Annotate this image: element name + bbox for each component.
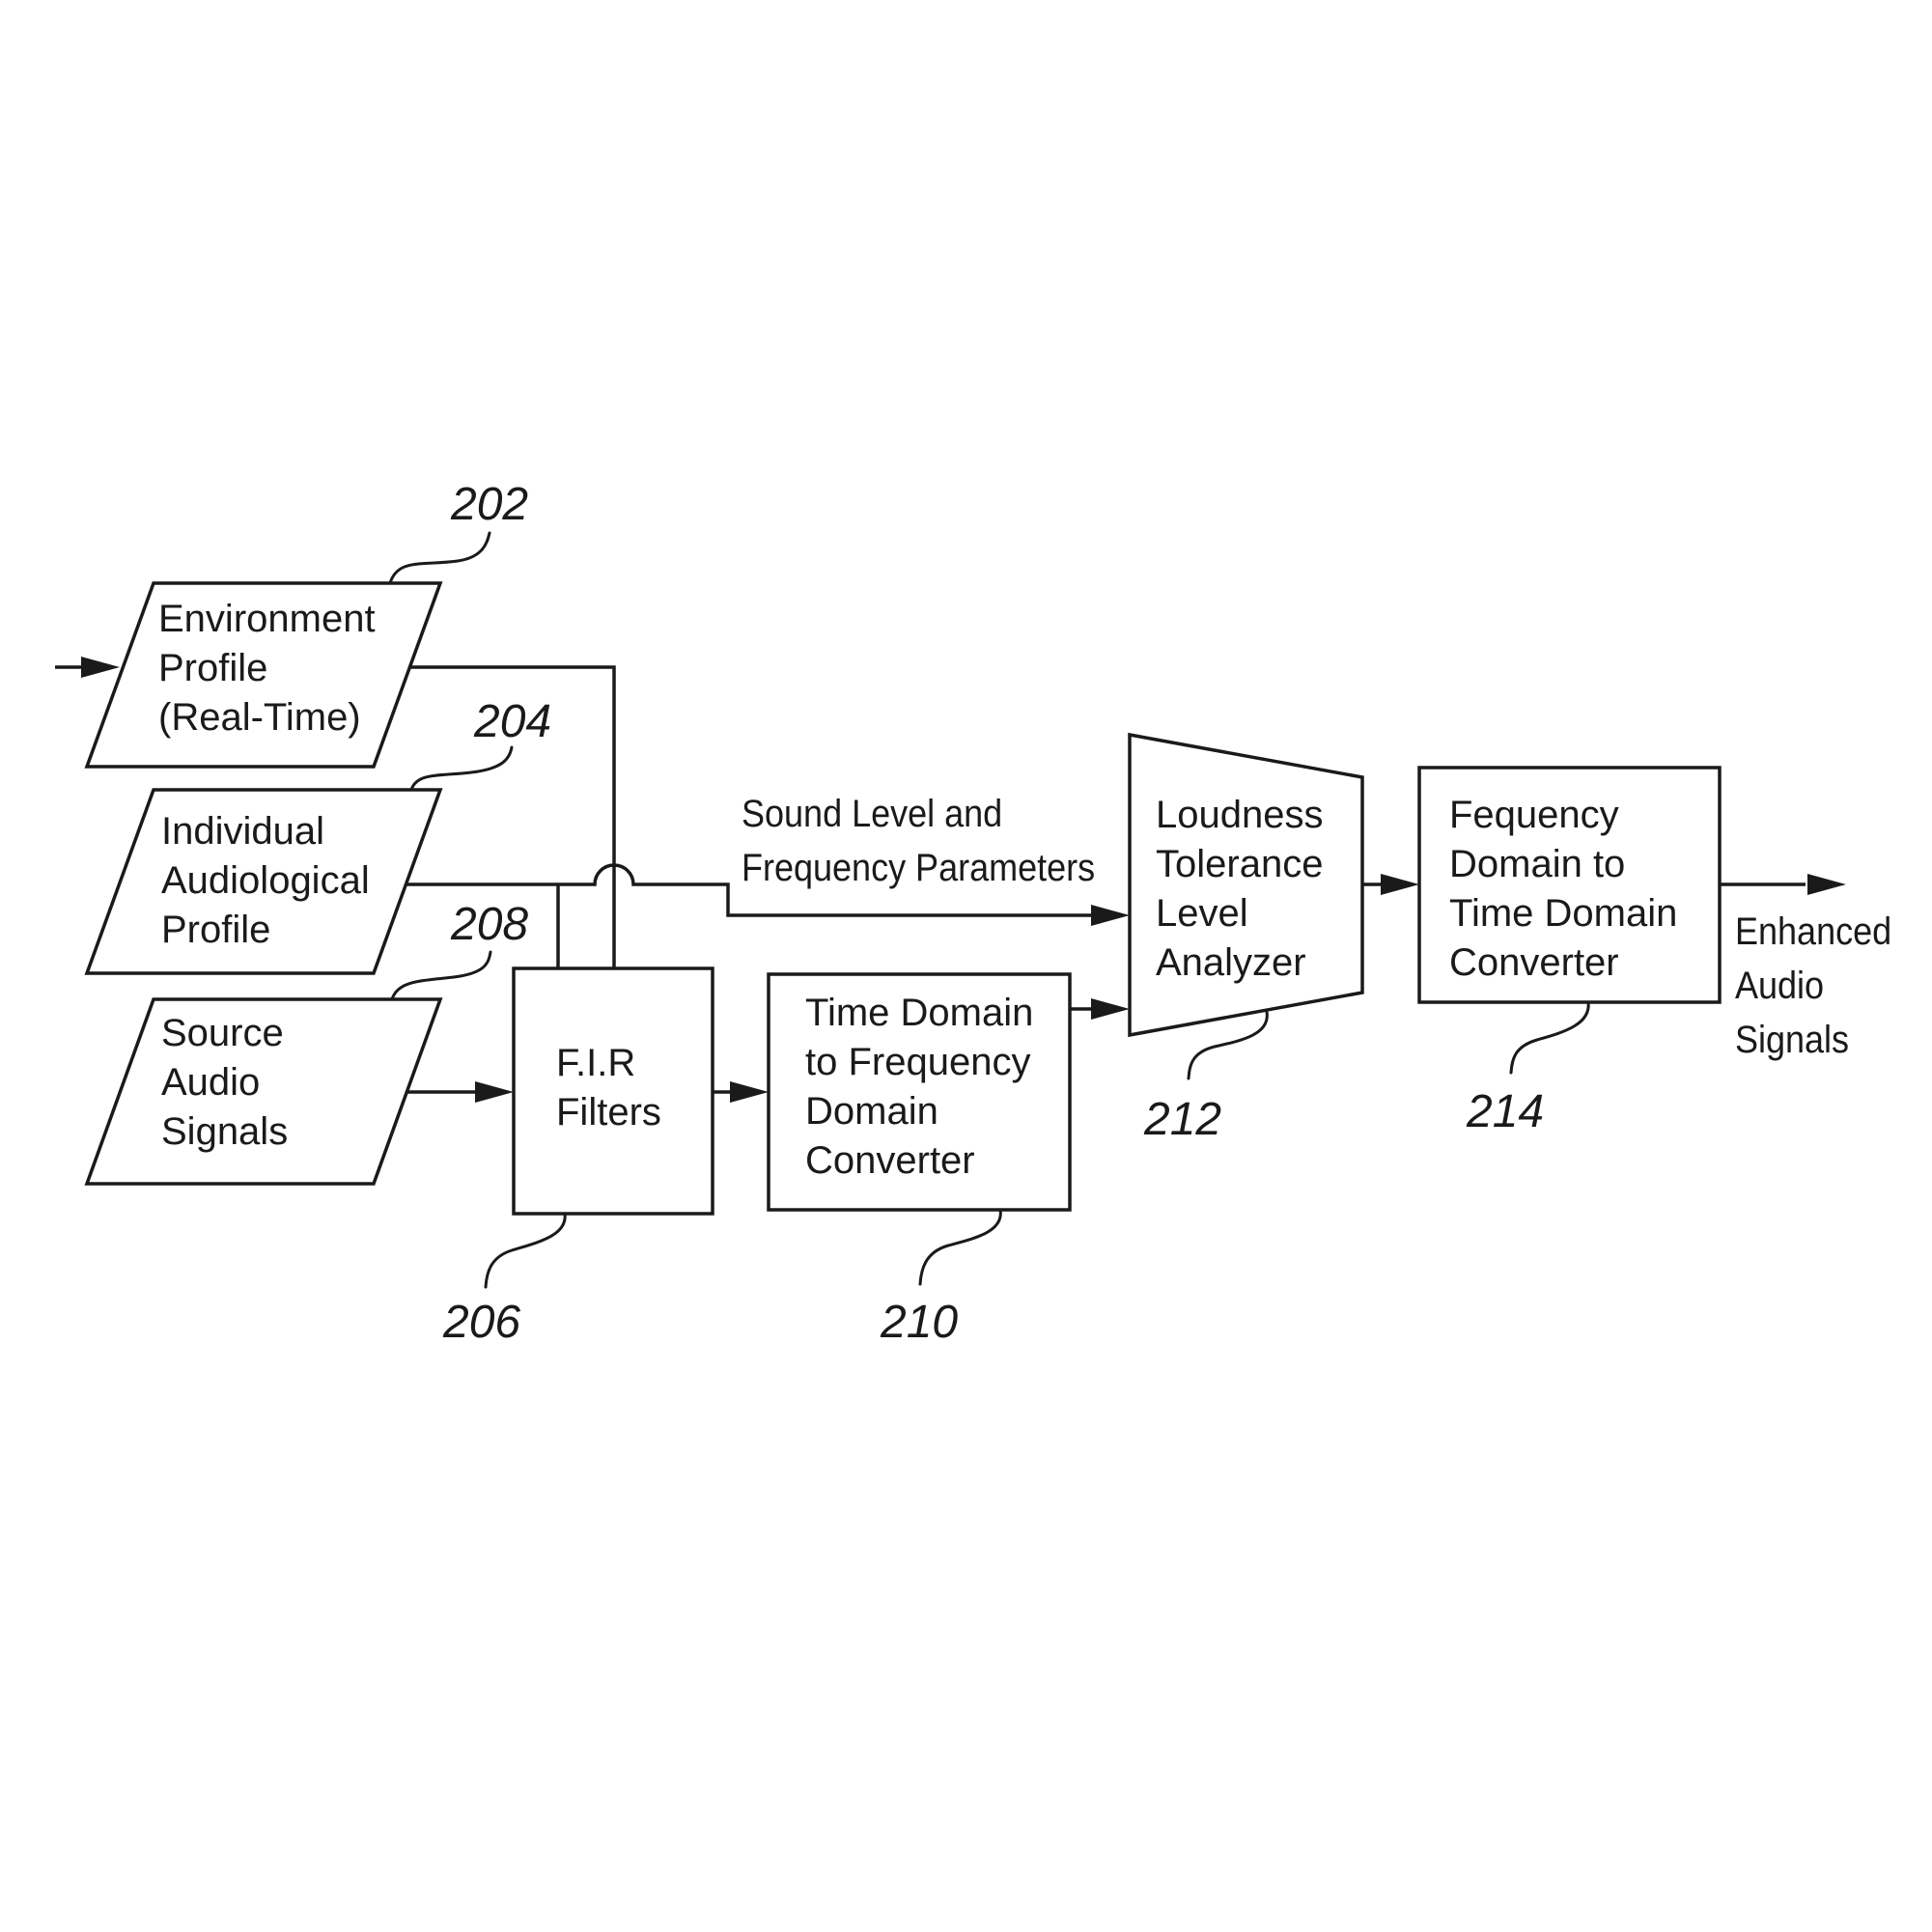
leader-210: [918, 1208, 1002, 1286]
sound-level-annotation: Sound Level and Frequency Parameters: [742, 793, 1095, 889]
time-to-freq-line-1: Time Domain: [805, 992, 1033, 1034]
time-to-freq-line-4: Converter: [805, 1139, 975, 1182]
source-audio-line-2: Audio: [161, 1061, 260, 1104]
freq-to-time-line-4: Converter: [1449, 941, 1619, 984]
source-audio-line-1: Source: [161, 1012, 284, 1054]
loudness-analyzer-shape: [1128, 732, 1364, 1038]
environment-profile-line-3: (Real-Time): [158, 696, 361, 739]
fir-filters-line-2: Filters: [556, 1091, 661, 1134]
leader-208: [390, 950, 492, 1001]
loudness-analyzer-line-3: Level: [1156, 892, 1248, 935]
leader-214: [1509, 1000, 1590, 1075]
wire-audiological-to-analyzer: [406, 863, 1101, 917]
freq-to-time-converter-shape: [1417, 766, 1722, 1004]
time-to-freq-converter-text: Time Domain to Frequency Domain Converte…: [805, 992, 1044, 1182]
ref-214: 214: [1466, 1086, 1544, 1137]
time-to-freq-converter-shape: [767, 972, 1072, 1212]
fir-filters-shape: [512, 966, 714, 1216]
leader-202: [388, 531, 491, 585]
fir-filters-text: F.I.R Filters: [556, 1042, 661, 1134]
ref-206: 206: [442, 1297, 520, 1348]
environment-profile-line-2: Profile: [158, 647, 267, 689]
ref-204: 204: [473, 696, 551, 747]
loudness-analyzer-text: Loudness Tolerance Level Analyzer: [1156, 794, 1334, 984]
fir-filters-line-1: F.I.R: [556, 1042, 635, 1084]
freq-to-time-line-3: Time Domain: [1449, 892, 1677, 935]
time-to-freq-converter-block: Time Domain to Frequency Domain Converte…: [767, 972, 1072, 1212]
arrowhead-converter-to-analyzer: [1091, 998, 1130, 1020]
audiological-profile-line-3: Profile: [161, 909, 270, 951]
loudness-analyzer-line-2: Tolerance: [1156, 843, 1323, 885]
sound-level-line-2: Frequency Parameters: [742, 847, 1095, 889]
output-line-2: Audio: [1735, 965, 1824, 1007]
environment-profile-text: Environment Profile (Real-Time): [158, 598, 386, 739]
ref-202: 202: [450, 479, 528, 530]
leader-206: [484, 1212, 567, 1289]
connections: [55, 657, 1846, 1103]
freq-to-time-converter-block: Fequency Domain to Time Domain Converter: [1417, 766, 1722, 1004]
loudness-analyzer-line-1: Loudness: [1156, 794, 1323, 836]
arrowhead-input: [81, 657, 120, 678]
arrowhead-output: [1807, 874, 1846, 895]
loudness-analyzer-block: Loudness Tolerance Level Analyzer: [1128, 732, 1364, 1038]
source-audio-line-3: Signals: [161, 1110, 288, 1153]
audiological-profile-shape: [84, 788, 443, 975]
audiological-profile-line-2: Audiological: [161, 859, 370, 902]
arrowhead-source-to-fir: [475, 1081, 514, 1103]
output-line-1: Enhanced: [1735, 910, 1891, 953]
audiological-profile-block: Individual Audiological Profile: [84, 788, 443, 975]
output-line-3: Signals: [1735, 1019, 1849, 1061]
loudness-analyzer-line-4: Analyzer: [1156, 941, 1306, 984]
ref-208: 208: [450, 899, 528, 950]
time-to-freq-line-3: Domain: [805, 1090, 938, 1133]
ref-212: 212: [1143, 1094, 1221, 1145]
leader-204: [409, 745, 514, 792]
leader-212: [1187, 1010, 1269, 1080]
reference-numerals: 202 204 208 206 210 212 214: [388, 479, 1590, 1348]
environment-profile-block: Environment Profile (Real-Time): [84, 581, 443, 769]
source-audio-block: Source Audio Signals: [84, 997, 443, 1186]
environment-profile-shape: [84, 581, 443, 769]
audiological-profile-line-1: Individual: [161, 810, 324, 853]
freq-to-time-line-1: Fequency: [1449, 794, 1619, 836]
fir-filters-block: F.I.R Filters: [512, 966, 714, 1216]
freq-to-time-converter-text: Fequency Domain to Time Domain Converter: [1449, 794, 1688, 984]
arrowhead-analyzer-to-freq-converter: [1381, 874, 1419, 895]
freq-to-time-line-2: Domain to: [1449, 843, 1625, 885]
wire-environment-to-fir: [409, 665, 616, 968]
sound-level-line-1: Sound Level and: [742, 793, 1002, 835]
arrowhead-params-to-analyzer: [1091, 905, 1130, 926]
output-annotation: Enhanced Audio Signals: [1735, 910, 1901, 1061]
arrowhead-fir-to-converter: [730, 1081, 769, 1103]
time-to-freq-line-2: to Frequency: [805, 1041, 1030, 1083]
source-audio-shape: [84, 997, 443, 1186]
ref-210: 210: [880, 1297, 958, 1348]
environment-profile-line-1: Environment: [158, 598, 376, 640]
source-audio-text: Source Audio Signals: [161, 1012, 294, 1153]
audiological-profile-text: Individual Audiological Profile: [161, 810, 380, 951]
